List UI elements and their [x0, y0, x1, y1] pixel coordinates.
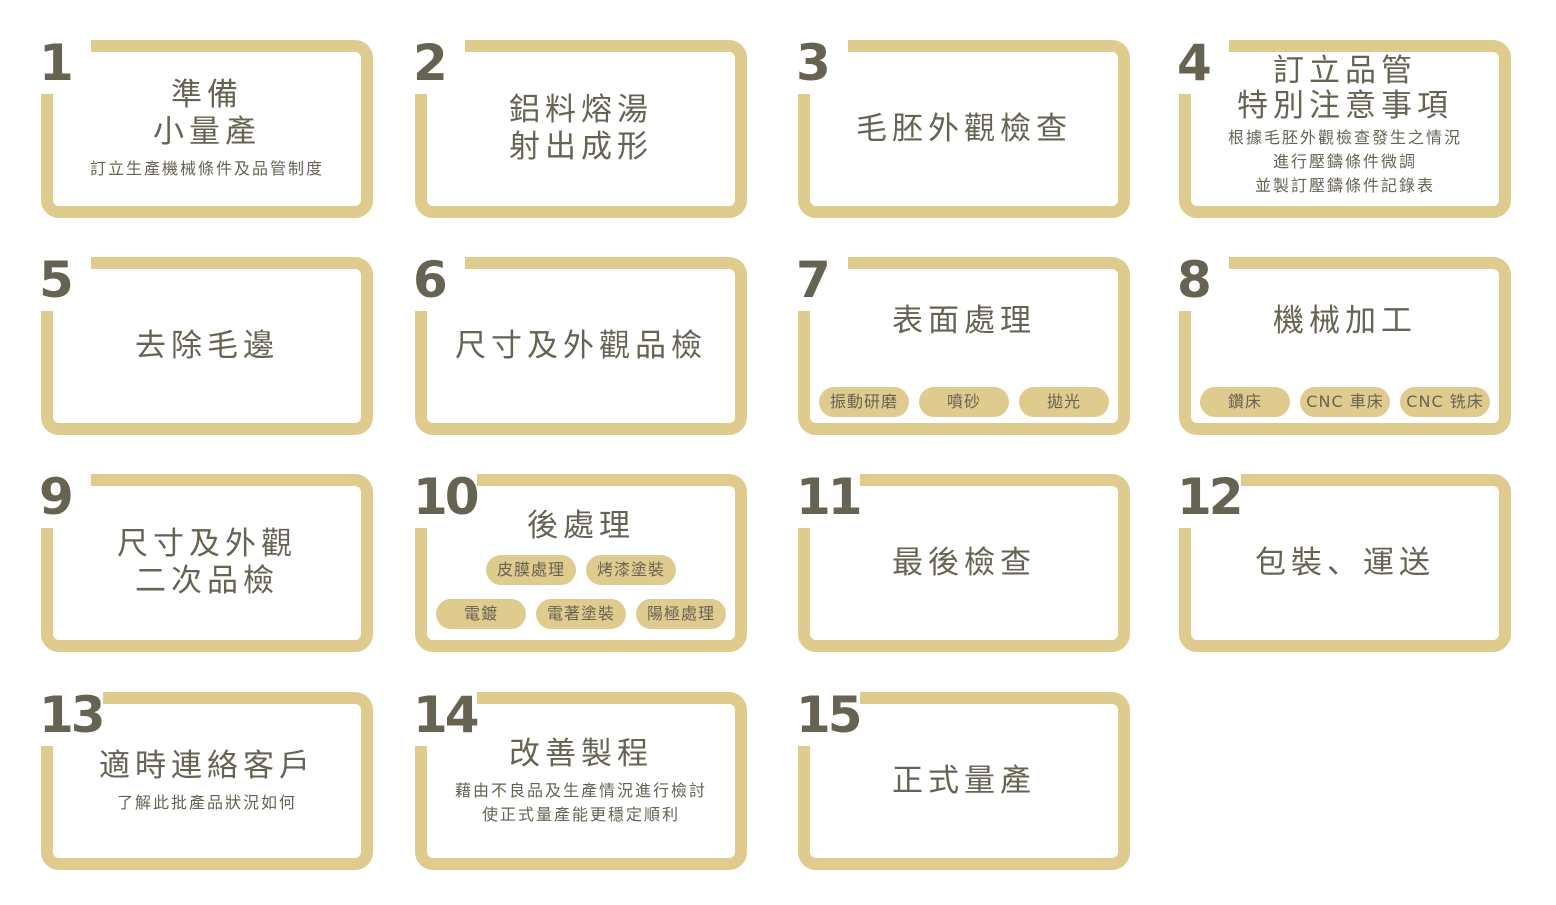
- number-notch: [413, 472, 477, 528]
- card-body: 包裝、運送: [1191, 486, 1499, 640]
- step-title: 鋁料熔湯 射出成形: [509, 92, 653, 165]
- number-notch: [1177, 38, 1229, 94]
- step-title: 表面處理: [892, 303, 1036, 339]
- number-notch: [413, 255, 465, 311]
- step-number: 10: [413, 468, 480, 526]
- step-card-12: 12 包裝、運送: [1177, 468, 1511, 652]
- step-title: 正式量產: [892, 762, 1036, 799]
- step-title: 去除毛邊: [135, 327, 279, 364]
- tag-paint-coating: 烤漆塗裝: [586, 555, 676, 585]
- step-title: 尺寸及外觀 二次品檢: [117, 526, 297, 599]
- tag-vibration-polishing: 振動研磨: [819, 387, 909, 417]
- number-notch: [796, 255, 848, 311]
- card-body: 最後檢查: [810, 486, 1118, 640]
- step-description: 了解此批產品狀況如何: [116, 792, 297, 812]
- step-title: 尺寸及外觀品檢: [455, 327, 707, 364]
- step-card-14: 14 改善製程 藉由不良品及生產情況進行檢討 使正式量產能更穩定順利: [413, 686, 747, 870]
- step-number: 9: [39, 468, 74, 526]
- tag-row: 振動研磨 噴砂 拋光: [810, 387, 1118, 417]
- card-body: 毛胚外觀檢查: [810, 52, 1118, 206]
- tag-drilling: 鑽床: [1200, 387, 1290, 417]
- step-title: 毛胚外觀檢查: [856, 110, 1072, 147]
- card-body: 尺寸及外觀品檢: [427, 269, 735, 423]
- step-number: 7: [796, 251, 831, 309]
- step-card-2: 2 鋁料熔湯 射出成形: [413, 34, 747, 218]
- step-card-13: 13 適時連絡客戶 了解此批產品狀況如何: [39, 686, 373, 870]
- card-body: 機械加工 鑽床 CNC 車床 CNC 铣床: [1191, 269, 1499, 423]
- step-title: 後處理: [527, 508, 635, 544]
- number-notch: [39, 255, 91, 311]
- step-card-9: 9 尺寸及外觀 二次品檢: [39, 468, 373, 652]
- number-notch: [796, 38, 848, 94]
- number-notch: [413, 690, 477, 746]
- number-notch: [413, 38, 465, 94]
- step-number: 4: [1177, 34, 1212, 92]
- card-body: 去除毛邊: [53, 269, 361, 423]
- step-card-6: 6 尺寸及外觀品檢: [413, 251, 747, 435]
- step-title: 訂立品管 特別注意事項: [1237, 53, 1453, 124]
- card-body: 表面處理 振動研磨 噴砂 拋光: [810, 269, 1118, 423]
- step-title: 改善製程: [509, 735, 653, 772]
- step-card-10: 10 後處理 皮膜處理 烤漆塗裝 電鍍 電著塗裝 陽極處理: [413, 468, 747, 652]
- step-number: 3: [796, 34, 831, 92]
- tag-sandblasting: 噴砂: [919, 387, 1009, 417]
- step-number: 6: [413, 251, 448, 309]
- step-card-15: 15 正式量產: [796, 686, 1130, 870]
- step-number: 14: [413, 686, 480, 744]
- step-title: 準備 小量產: [153, 77, 261, 150]
- tag-row: 電鍍 電著塗裝 陽極處理: [436, 599, 726, 629]
- card-body: 準備 小量產 訂立生產機械條件及品管制度: [53, 52, 361, 206]
- step-description: 藉由不良品及生產情況進行檢討 使正式量產能更穩定順利: [454, 780, 707, 824]
- step-number: 8: [1177, 251, 1212, 309]
- step-number: 5: [39, 251, 74, 309]
- tag-anodizing: 陽極處理: [636, 599, 726, 629]
- tag-film-treatment: 皮膜處理: [486, 555, 576, 585]
- step-card-1: 1 準備 小量產 訂立生產機械條件及品管制度: [39, 34, 373, 218]
- card-body: 訂立品管 特別注意事項 根據毛胚外觀檢查發生之情況 進行壓鑄條件微調 並製訂壓鑄…: [1191, 52, 1499, 206]
- step-title: 最後檢查: [892, 544, 1036, 581]
- step-card-7: 7 表面處理 振動研磨 噴砂 拋光: [796, 251, 1130, 435]
- number-notch: [39, 472, 91, 528]
- number-notch: [1177, 255, 1229, 311]
- number-notch: [796, 690, 860, 746]
- number-notch: [1177, 472, 1241, 528]
- card-body: 鋁料熔湯 射出成形: [427, 52, 735, 206]
- card-body: 適時連絡客戶 了解此批產品狀況如何: [53, 704, 361, 858]
- step-number: 11: [796, 468, 863, 526]
- step-card-5: 5 去除毛邊: [39, 251, 373, 435]
- card-body: 正式量產: [810, 704, 1118, 858]
- tag-cnc-milling: CNC 铣床: [1400, 387, 1490, 417]
- step-title: 適時連絡客戶: [99, 747, 315, 784]
- number-notch: [39, 38, 91, 94]
- step-description: 根據毛胚外觀檢查發生之情況 進行壓鑄條件微調 並製訂壓鑄條件記錄表: [1227, 128, 1462, 195]
- card-body: 尺寸及外觀 二次品檢: [53, 486, 361, 640]
- tag-electroplating: 電鍍: [436, 599, 526, 629]
- card-body: 後處理 皮膜處理 烤漆塗裝 電鍍 電著塗裝 陽極處理: [427, 486, 735, 640]
- tag-row: 皮膜處理 烤漆塗裝: [486, 555, 676, 585]
- step-description: 訂立生產機械條件及品管制度: [89, 159, 324, 178]
- step-card-11: 11 最後檢查: [796, 468, 1130, 652]
- tag-polishing: 拋光: [1019, 387, 1109, 417]
- step-number: 13: [39, 686, 106, 744]
- step-card-8: 8 機械加工 鑽床 CNC 車床 CNC 铣床: [1177, 251, 1511, 435]
- step-card-3: 3 毛胚外觀檢查: [796, 34, 1130, 218]
- number-notch: [39, 690, 103, 746]
- step-title: 機械加工: [1273, 303, 1417, 339]
- tag-row: 鑽床 CNC 車床 CNC 铣床: [1191, 387, 1499, 417]
- step-number: 12: [1177, 468, 1244, 526]
- tag-electrodeposition: 電著塗裝: [536, 599, 626, 629]
- step-number: 1: [39, 34, 74, 92]
- tag-cnc-lathe: CNC 車床: [1300, 387, 1390, 417]
- step-number: 2: [413, 34, 448, 92]
- step-number: 15: [796, 686, 863, 744]
- number-notch: [796, 472, 860, 528]
- card-body: 改善製程 藉由不良品及生產情況進行檢討 使正式量產能更穩定順利: [427, 704, 735, 858]
- step-title: 包裝、運送: [1255, 544, 1435, 581]
- step-card-4: 4 訂立品管 特別注意事項 根據毛胚外觀檢查發生之情況 進行壓鑄條件微調 並製訂…: [1177, 34, 1511, 218]
